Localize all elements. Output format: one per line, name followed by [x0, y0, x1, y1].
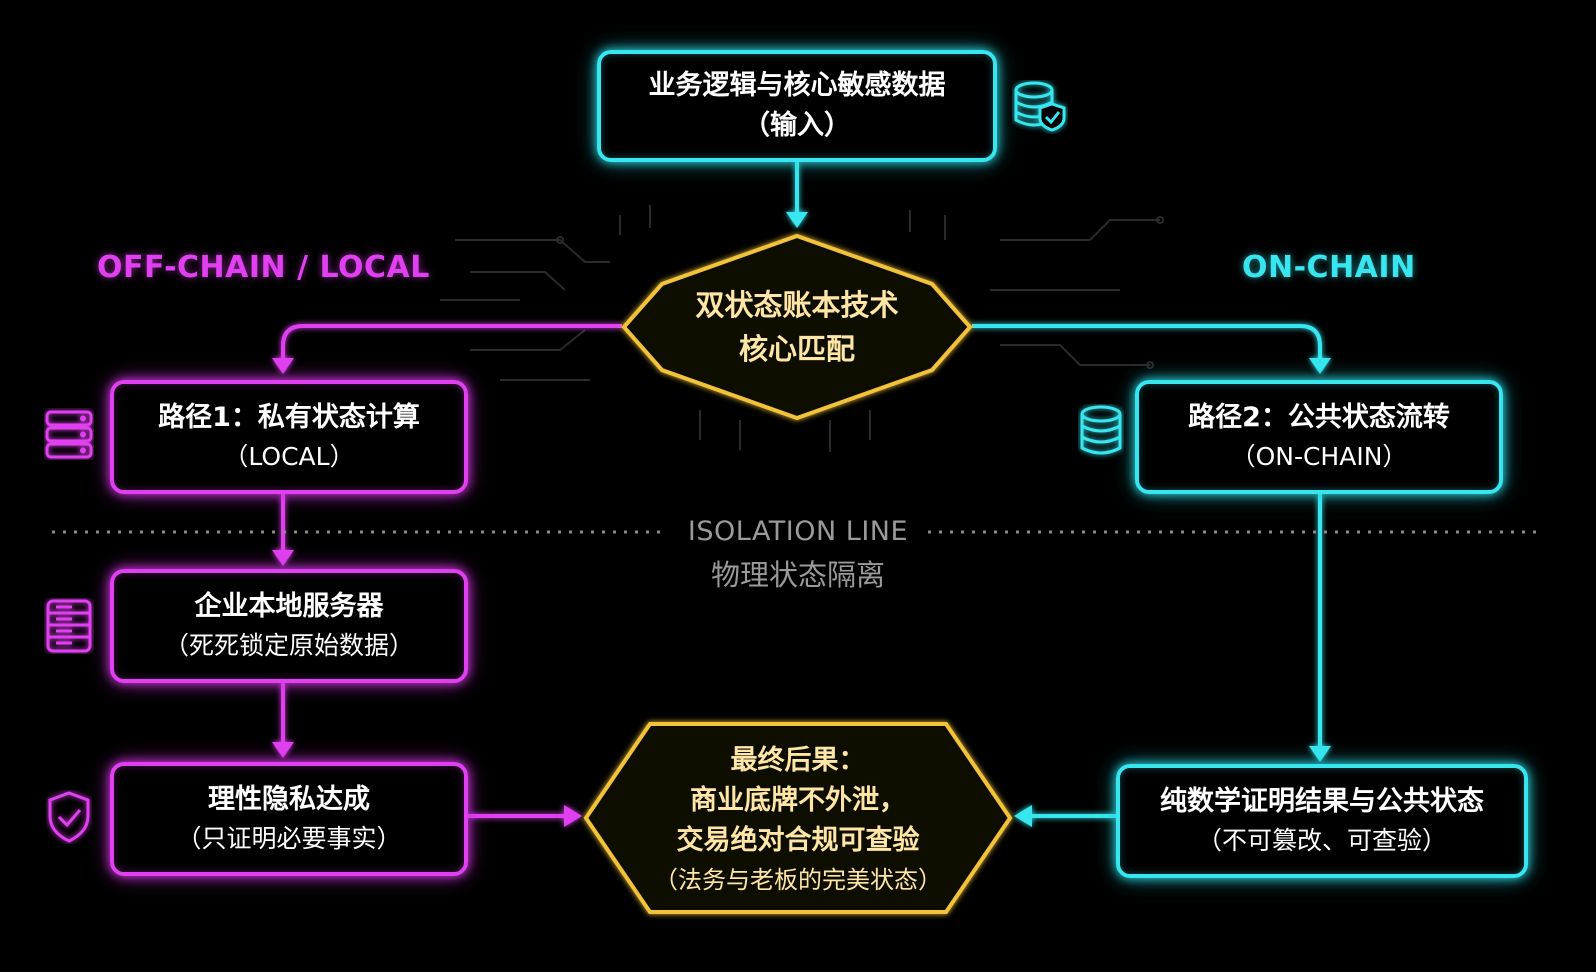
arrow-input-to-core: [786, 162, 808, 228]
proof-box: 纯数学证明结果与公共状态 （不可篡改、可查验）: [1116, 764, 1528, 878]
result-title: 最终后果：: [730, 745, 866, 776]
isolation-subtitle: 物理状态隔离: [710, 558, 885, 592]
shield-check-icon: [48, 791, 90, 843]
path1-box: 路径1：私有状态计算 （LOCAL）: [110, 380, 468, 494]
privacy-box: 理性隐私达成 （只证明必要事实）: [110, 762, 468, 876]
local-server-box: 企业本地服务器 （死死锁定原始数据）: [110, 569, 468, 683]
core-hexagon-title: 双状态账本技术: [695, 288, 899, 322]
server-rack-icon: [46, 599, 92, 653]
local-server-subtitle: （死死锁定原始数据）: [163, 631, 414, 660]
result-hexagon: 最终后果： 商业底牌不外泄， 交易绝对合规可查验 （法务与老板的完美状态）: [582, 720, 1014, 916]
offchain-label: OFF-CHAIN / LOCAL: [97, 250, 430, 285]
arrow-path1-to-server: [272, 494, 294, 566]
input-box-title: 业务逻辑与核心敏感数据: [648, 70, 946, 101]
privacy-subtitle: （只证明必要事实）: [176, 824, 402, 853]
arrow-proof-to-result: [1014, 805, 1116, 827]
server-icon: [45, 410, 93, 459]
input-box: 业务逻辑与核心敏感数据 （输入）: [597, 50, 997, 162]
arrow-core-to-path1: [272, 324, 622, 374]
input-box-subtitle: （输入）: [743, 110, 851, 141]
path1-title: 路径1：私有状态计算: [158, 402, 420, 433]
onchain-label: ON-CHAIN: [1242, 250, 1416, 285]
arrow-core-to-path2: [972, 324, 1331, 374]
path2-box: 路径2：公共状态流转 （ON-CHAIN）: [1135, 380, 1503, 494]
local-server-title: 企业本地服务器: [194, 591, 384, 622]
result-line-compliance: 交易绝对合规可查验: [676, 825, 920, 856]
isolation-title: ISOLATION LINE: [687, 516, 909, 547]
proof-subtitle: （不可篡改、可查验）: [1196, 826, 1447, 855]
path1-subtitle: （LOCAL）: [223, 442, 355, 471]
circuit-traces: [440, 205, 1164, 452]
path2-title: 路径2：公共状态流转: [1188, 402, 1450, 433]
result-note: （法务与老板的完美状态）: [654, 866, 942, 894]
path2-subtitle: （ON-CHAIN）: [1230, 442, 1408, 471]
database-icon: [1080, 405, 1122, 455]
database-shield-icon: [1014, 81, 1066, 132]
arrow-path2-to-proof: [1309, 494, 1331, 762]
arrow-privacy-to-result: [468, 805, 582, 827]
core-hexagon: 双状态账本技术 核心匹配: [620, 232, 974, 422]
privacy-title: 理性隐私达成: [208, 784, 370, 815]
proof-title: 纯数学证明结果与公共状态: [1160, 786, 1484, 817]
result-line-secret: 商业底牌不外泄，: [690, 785, 906, 816]
arrow-server-to-privacy: [272, 683, 294, 758]
core-hexagon-subtitle: 核心匹配: [738, 332, 855, 366]
isolation-label: ISOLATION LINE 物理状态隔离: [668, 512, 928, 598]
